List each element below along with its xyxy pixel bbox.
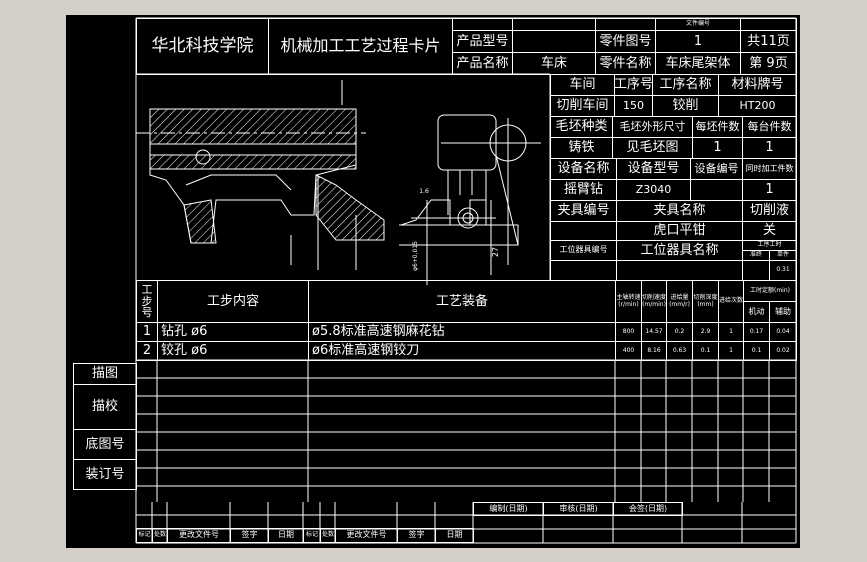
date-label: 日期 xyxy=(268,528,304,543)
roughness-symbol: 1.6 xyxy=(419,187,429,195)
part-drawing xyxy=(136,80,541,285)
trace-check-label: 描校 xyxy=(73,384,137,430)
process-card-sheet: 27 φ6+0.015 1.6 华北科技学院 机械加工工艺过程卡片 文件编号 产… xyxy=(66,15,800,548)
base-drawing-no-label: 底图号 xyxy=(73,429,137,460)
count-label: 处数 xyxy=(320,528,336,543)
table-grid xyxy=(135,17,797,544)
change-doc-label: 更改文件号 xyxy=(335,528,398,543)
sign-label: 签字 xyxy=(230,528,269,543)
review-label: 审核(日期) xyxy=(543,502,614,516)
sign-label: 签字 xyxy=(397,528,436,543)
binding-no-label: 装订号 xyxy=(73,459,137,490)
mark-label: 标记 xyxy=(303,528,321,543)
count-label: 处数 xyxy=(152,528,168,543)
mark-label: 标记 xyxy=(136,528,153,543)
change-doc-label: 更改文件号 xyxy=(167,528,231,543)
date-label: 日期 xyxy=(435,528,474,543)
countersign-label: 会签(日期) xyxy=(613,502,683,516)
trace-label: 描图 xyxy=(73,363,137,385)
compile-label: 编制(日期) xyxy=(473,502,544,516)
